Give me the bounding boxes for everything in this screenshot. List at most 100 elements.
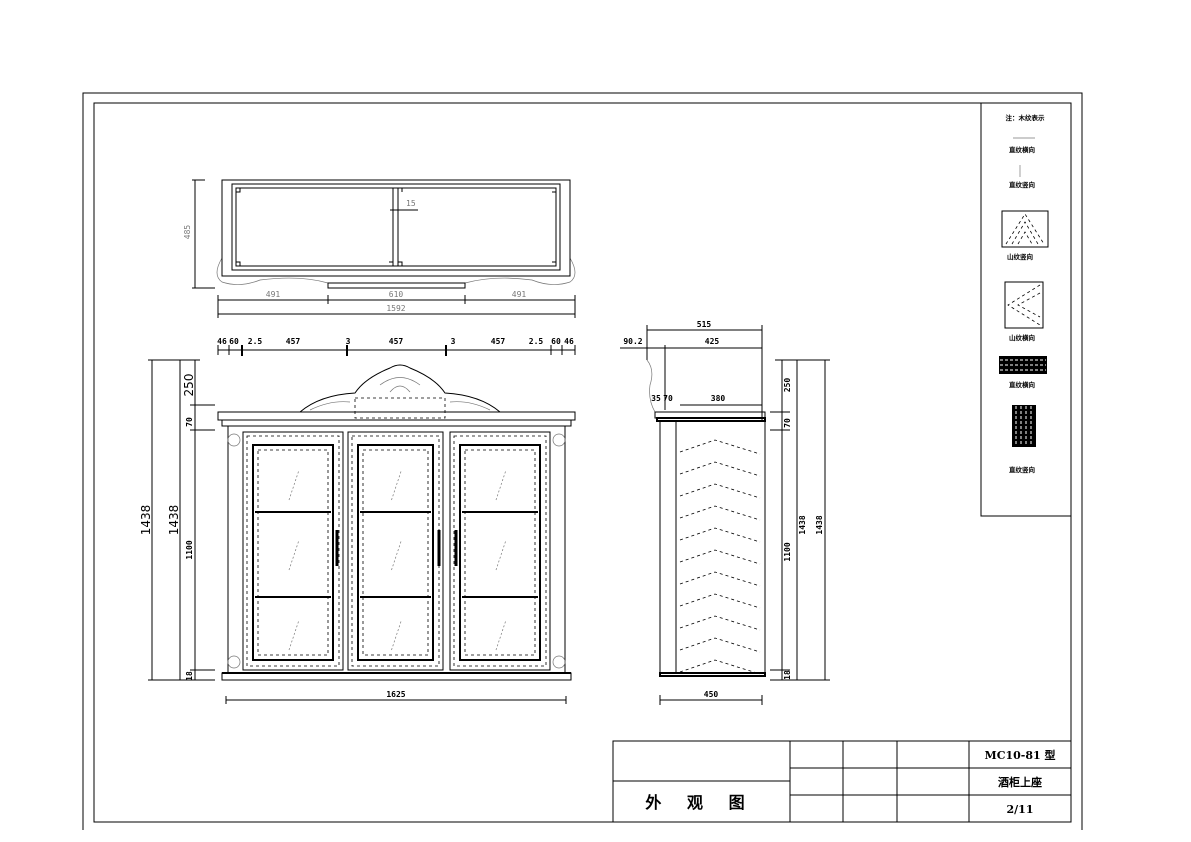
side-body-depth: 380	[711, 394, 726, 403]
side-small-dim: 35	[651, 394, 661, 403]
glass-reflection	[391, 539, 402, 571]
mountain-grain-horizontal-swatch	[1004, 281, 1044, 329]
side-height-segment: 70	[783, 418, 792, 428]
cabinet-door[interactable]	[347, 431, 444, 671]
height-segment: 18	[185, 671, 194, 681]
segment-dimension: 610	[389, 290, 404, 299]
mountain-grain-vertical-swatch	[1001, 210, 1049, 248]
legend-label: 山纹横向	[1009, 333, 1036, 342]
top-view: 15 485 491 610 491 1592	[183, 179, 576, 318]
cabinet-door[interactable]	[242, 431, 344, 671]
door-carving	[246, 435, 340, 667]
wood-grain-line	[679, 571, 761, 587]
height-dimension: 1438	[167, 505, 181, 536]
door-frame	[357, 444, 434, 661]
drawing-name: 外 观 图	[644, 793, 754, 812]
legend-label: 山纹竖向	[1007, 252, 1034, 261]
wood-grain-line	[679, 593, 761, 609]
grain-pattern-icon	[1005, 213, 1045, 245]
wood-grain-line	[679, 461, 761, 477]
top-dimension: 3	[346, 337, 351, 346]
glass-reflection	[288, 619, 300, 651]
side-height-segment: 1100	[783, 542, 792, 561]
divider-dimension: 15	[406, 199, 416, 208]
glass-reflection	[288, 539, 300, 571]
door-handle-icon[interactable]	[437, 530, 441, 566]
part-name: 酒柜上座	[998, 775, 1042, 789]
depth-dimension: 485	[183, 225, 192, 240]
top-dimension: 457	[286, 337, 301, 346]
wood-grain-line	[679, 549, 761, 565]
top-dimension: 46	[217, 337, 227, 346]
top-dimension: 46	[564, 337, 574, 346]
side-height-total: 1438	[798, 515, 807, 534]
total-width-dimension: 1592	[386, 304, 405, 313]
title-block: 外 观 图 MC10-81 型 酒柜上座 2/11	[612, 740, 1072, 823]
grain-pattern-icon	[1007, 284, 1041, 326]
glass-panel	[257, 449, 329, 656]
wood-grain-line	[679, 637, 761, 653]
cabinet-door[interactable]	[449, 431, 551, 671]
top-dimension: 2.5	[529, 337, 544, 346]
door-handle-icon[interactable]	[335, 530, 339, 566]
segment-dimension: 491	[512, 290, 527, 299]
top-dimension: 2.5	[248, 337, 263, 346]
top-dimension: 60	[229, 337, 239, 346]
height-segment: 250	[182, 374, 196, 397]
corner-carving-icon	[227, 655, 241, 669]
height-dimension: 1438	[139, 505, 153, 536]
wood-grain-line	[679, 505, 761, 521]
door-carving	[351, 435, 440, 667]
grain-pattern-icon	[1015, 406, 1032, 446]
side-top-depth: 425	[705, 337, 720, 346]
side-width-dimension: 450	[704, 690, 719, 699]
side-height-segment: 250	[783, 378, 792, 393]
model-number: MC10-81 型	[985, 748, 1056, 762]
wood-grain-line	[679, 615, 761, 631]
outer-border	[82, 92, 1083, 830]
glass-panel	[362, 449, 429, 656]
top-dimension: 457	[389, 337, 404, 346]
side-view: 515 90.2 425 35 70 380 450 250 70 1100 1…	[620, 320, 830, 705]
top-dimension: 60	[551, 337, 561, 346]
legend-box	[980, 102, 1072, 517]
glass-reflection	[495, 619, 507, 651]
height-segment: 70	[185, 417, 194, 427]
door-frame	[252, 444, 334, 661]
corner-carving-icon	[552, 655, 566, 669]
glass-reflection	[391, 619, 402, 651]
legend-title: 注：木纹表示	[1006, 113, 1046, 122]
wood-grain-line	[679, 659, 761, 675]
side-height-total: 1438	[815, 515, 824, 534]
front-width-dimension: 1625	[386, 690, 405, 699]
inner-border	[93, 102, 1072, 823]
wood-grain-line	[679, 483, 761, 499]
side-height-segment: 18	[783, 670, 792, 680]
top-dimension: 3	[451, 337, 456, 346]
height-segment: 1100	[185, 540, 194, 559]
legend-label: 直纹竖向	[1009, 465, 1036, 474]
glass-reflection	[495, 469, 507, 501]
door-handle-icon[interactable]	[454, 530, 458, 566]
sheet-number: 2/11	[1007, 803, 1034, 816]
legend-label: 直纹竖向	[1009, 180, 1036, 189]
wood-grain-line	[679, 439, 761, 455]
door-carving	[453, 435, 547, 667]
corner-carving-icon	[552, 433, 566, 447]
side-depth-dimension: 515	[697, 320, 712, 329]
glass-reflection	[391, 469, 402, 501]
side-offset-dimension: 90.2	[623, 337, 642, 346]
glass-reflection	[495, 539, 507, 571]
segment-dimension: 491	[266, 290, 281, 299]
glass-panel	[464, 449, 536, 656]
wood-grain-legend: 注：木纹表示 直纹横向 直纹竖向 山纹竖向 山纹横向 直纹横向 直纹竖向	[980, 102, 1072, 517]
grain-pattern-icon	[1000, 359, 1046, 371]
top-dimension: 457	[491, 337, 506, 346]
glass-reflection	[288, 469, 300, 501]
legend-label: 直纹横向	[1009, 145, 1036, 154]
wood-grain-line	[679, 527, 761, 543]
door-frame	[459, 444, 541, 661]
corner-carving-icon	[227, 433, 241, 447]
